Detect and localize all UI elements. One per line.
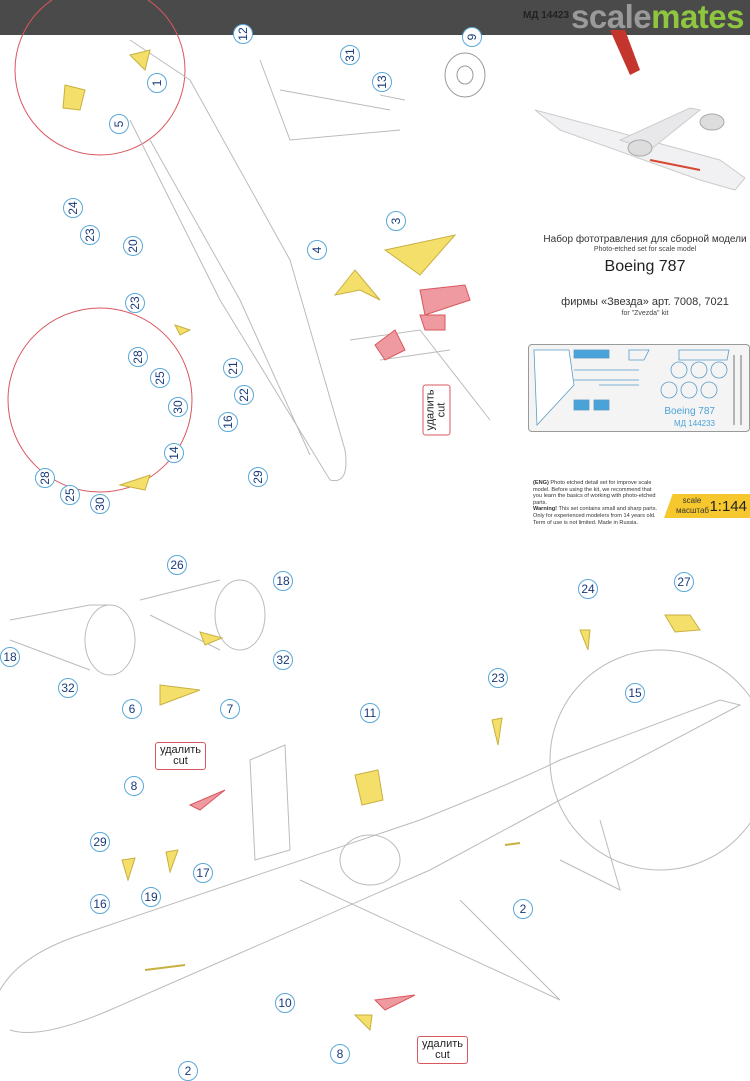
boeing-787-photo [534,30,746,191]
fret-code: МД 144233 [674,419,715,428]
callout: 6 [122,699,142,719]
callout: 14 [164,443,184,463]
callout: 23 [488,668,508,688]
callout: 25 [60,485,80,505]
scalemates-logo: scalemates [571,0,744,35]
callout: 23 [80,225,100,245]
callout: 31 [340,45,360,65]
callout: 30 [90,494,110,514]
callout: 18 [0,647,20,667]
callout: 11 [360,703,380,723]
callout: 1 [147,73,167,93]
callout: 7 [220,699,240,719]
callout: 16 [218,412,238,432]
callout: 23 [125,293,145,313]
notice-text: (ENG) Photo etched detail set for improv… [533,480,658,526]
callout: 8 [330,1044,350,1064]
callout: 29 [248,467,268,487]
callout: 12 [233,24,253,44]
scale-badge: scale масштаб 1:144 [664,494,750,518]
callout: 2 [178,1061,198,1081]
photo-etched-fret: Boeing 787 МД 144233 [528,344,750,432]
callout: 16 [90,894,110,914]
callout: 8 [124,776,144,796]
callout: 27 [674,572,694,592]
callout: 13 [372,72,392,92]
title-en: Photo-etched set for scale model [593,246,697,253]
callout: 10 [275,993,295,1013]
callout: 24 [63,198,83,218]
callout: 4 [307,240,327,260]
callout: 25 [150,368,170,388]
callout: 2 [513,899,533,919]
callout: 20 [123,236,143,256]
callout: 5 [109,114,129,134]
callout: 15 [625,683,645,703]
callout: 19 [141,887,161,907]
model-name: Boeing 787 [604,258,686,275]
title-ru: Набор фототравления для сборной модели [543,234,747,245]
callout: 32 [273,650,293,670]
callout: 29 [90,832,110,852]
callout: 9 [462,27,482,47]
callout: 24 [578,579,598,599]
kit-en: for "Zvezda" kit [621,310,669,317]
callout: 32 [58,678,78,698]
callout: 30 [168,397,188,417]
callout: 26 [167,555,187,575]
kit-ru: фирмы «Звезда» арт. 7008, 7021 [561,296,729,308]
callout: 18 [273,571,293,591]
watermark-bar: МД 14423 scalemates [0,0,750,35]
set-code: МД 14423 [523,10,570,21]
callout: 22 [234,385,254,405]
callout: 28 [128,347,148,367]
fret-name: Boeing 787 [664,406,715,417]
callout: 17 [193,863,213,883]
callout: 28 [35,468,55,488]
callout: 3 [386,211,406,231]
callout: 21 [223,358,243,378]
